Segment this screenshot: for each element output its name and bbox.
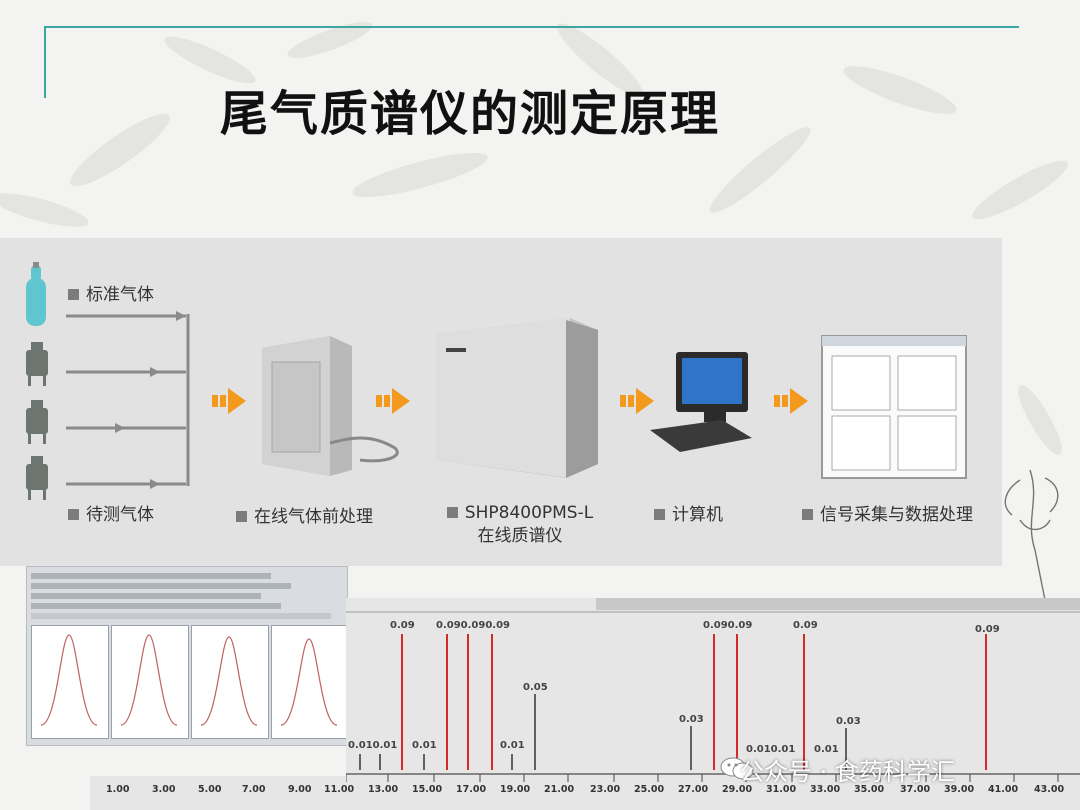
spectrum-axis-left [90, 776, 346, 810]
x-tick-label: 11.00 [324, 784, 355, 795]
peak-label: 0.090.090.09 [436, 620, 511, 631]
mass-spectrometer-label: SHP8400PMS-L 在线质谱仪 [430, 502, 610, 548]
signal-processing-label: 信号采集与数据处理 [802, 500, 973, 525]
process-diagram: 标准气体 待测气体 在线气体前处理 SHP8400PMS-L 在线质谱仪 计算机… [0, 238, 1002, 566]
peak-label: 0.09 [390, 620, 415, 631]
peak-label: 0.03 [679, 714, 704, 725]
watermark-text: 公众号 · 食药科学汇 [740, 758, 955, 786]
x-tick-label: 41.00 [988, 784, 1019, 795]
x-tick-label: 15.00 [412, 784, 443, 795]
computer-icon [650, 352, 752, 452]
title-frame-top-line [44, 26, 1019, 28]
mass-spectrometer-icon [436, 318, 598, 478]
x-tick-label: 17.00 [456, 784, 487, 795]
data-software-icon [821, 335, 967, 479]
peak-lines-black [359, 694, 847, 770]
x-tick-label: 13.00 [368, 784, 399, 795]
x-tick-label: 43.00 [1034, 784, 1065, 795]
gas-cylinder-icon [26, 262, 46, 326]
peak-label: 0.03 [836, 716, 861, 727]
x-tick-label: 21.00 [544, 784, 575, 795]
spectrum-graphics [346, 598, 1080, 782]
flow-arrow-icon [774, 388, 808, 414]
peak-label: 0.01 [412, 740, 437, 751]
flow-arrow-icon [376, 388, 410, 414]
peak-label: 0.09 [975, 624, 1000, 635]
pretreatment-cabinet-icon [262, 336, 399, 476]
x-tick-label: 23.00 [590, 784, 621, 795]
x-tick-label: 25.00 [634, 784, 665, 795]
peak-label: 0.09 [793, 620, 818, 631]
software-window-photo [26, 566, 349, 746]
peak-label: 0.010.01 [348, 740, 398, 751]
flow-arrow-icon [620, 388, 654, 414]
pretreatment-label: 在线气体前处理 [236, 502, 373, 527]
x-tick-label: 35.00 [854, 784, 885, 795]
reactor-tank-icons [26, 342, 48, 500]
peak-label: 0.01 [500, 740, 525, 751]
slide-title: 尾气质谱仪的测定原理 [220, 86, 721, 142]
x-tick-label: 37.00 [900, 784, 931, 795]
wechat-icon [720, 757, 754, 780]
mass-spectrum-photo: 0.09 0.090.090.09 0.05 0.03 0.090.09 0.0… [346, 598, 1080, 810]
x-tick-label: 7.00 [242, 784, 266, 795]
process-diagram-graphics [26, 262, 967, 500]
peak-label: 0.010.01 [746, 744, 796, 755]
gas-lines [66, 314, 190, 486]
x-tick-label: 33.00 [810, 784, 841, 795]
peak-label: 0.05 [523, 682, 548, 693]
peak-label: 0.090.09 [703, 620, 753, 631]
standard-gas-label: 标准气体 [68, 280, 154, 305]
x-tick-label: 3.00 [152, 784, 176, 795]
x-tick-label: 27.00 [678, 784, 709, 795]
test-gas-label: 待测气体 [68, 500, 154, 525]
title-frame-left-line [44, 26, 46, 98]
x-tick-label: 19.00 [500, 784, 531, 795]
x-tick-label: 1.00 [106, 784, 130, 795]
peak-lines-red [401, 634, 987, 770]
x-tick-label: 39.00 [944, 784, 975, 795]
software-peak-curves [40, 634, 338, 726]
x-tick-label: 5.00 [198, 784, 222, 795]
peak-label: 0.01 [814, 744, 839, 755]
x-tick-label: 9.00 [288, 784, 312, 795]
x-tick-label: 31.00 [766, 784, 797, 795]
x-tick-label: 29.00 [722, 784, 753, 795]
flow-arrow-icon [212, 388, 246, 414]
computer-label: 计算机 [654, 500, 723, 525]
